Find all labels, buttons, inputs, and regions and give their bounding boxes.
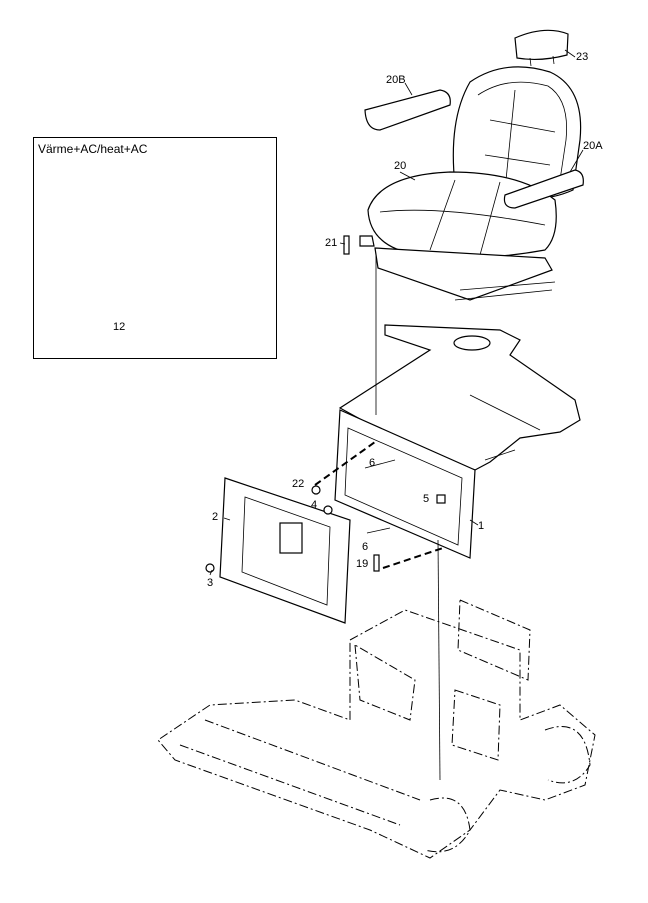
callout-2: 2	[212, 511, 219, 523]
inset-heat-ac: Värme+AC/heat+AC	[33, 137, 277, 359]
cover-panel	[205, 477, 351, 624]
callout-20B: 20B	[386, 74, 406, 86]
seat-mounting-plate	[338, 324, 581, 471]
assembly-lines	[314, 255, 444, 781]
machine-frame	[157, 599, 596, 859]
callout-6-upper: 6	[369, 457, 376, 469]
fasteners	[311, 235, 380, 572]
callout-12: 12	[113, 321, 126, 333]
inset-title: Värme+AC/heat+AC	[38, 142, 148, 156]
callout-19: 19	[356, 558, 369, 570]
callout-22: 22	[292, 478, 305, 490]
callout-5: 5	[423, 493, 430, 505]
callout-6-lower: 6	[362, 541, 369, 553]
callout-20: 20	[394, 160, 407, 172]
callout-1: 1	[478, 520, 485, 532]
callout-4: 4	[311, 499, 318, 511]
callout-3: 3	[207, 577, 214, 589]
callout-23: 23	[576, 51, 589, 63]
callout-21: 21	[325, 237, 338, 249]
seat-assembly	[364, 29, 584, 301]
callout-20A: 20A	[583, 140, 603, 152]
